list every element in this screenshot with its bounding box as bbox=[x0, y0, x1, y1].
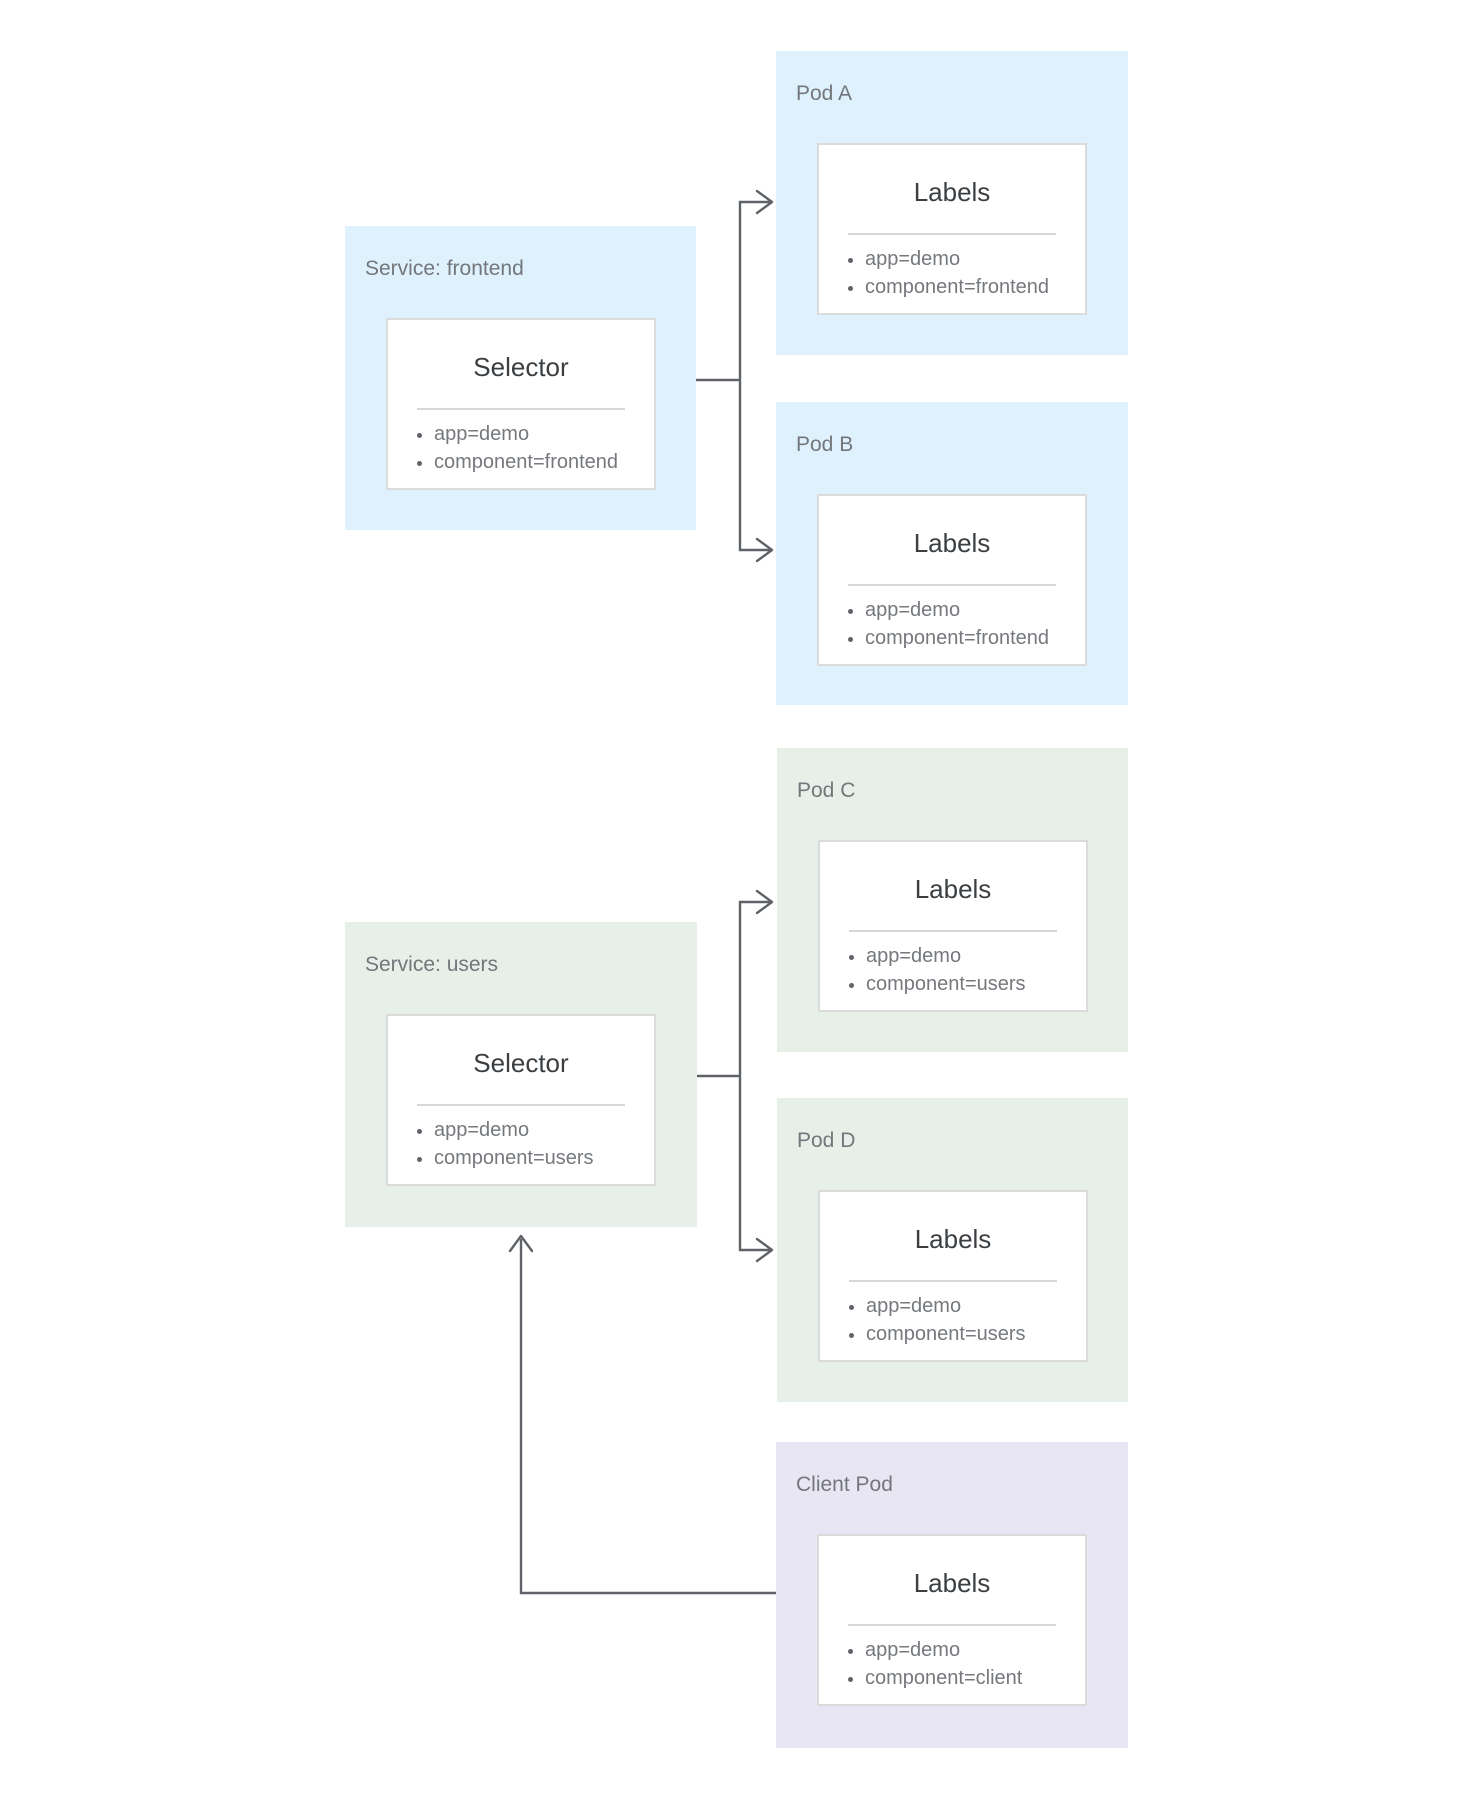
arrowhead-service-users bbox=[508, 1234, 534, 1253]
card-divider bbox=[848, 233, 1056, 235]
selector-card-title: Selector bbox=[473, 1048, 569, 1078]
arrowhead-pod-a bbox=[755, 189, 774, 215]
selector-item: app=demo bbox=[434, 420, 654, 448]
labels-card-title: Labels bbox=[913, 1568, 991, 1598]
connector-service-users-to-pods bbox=[738, 900, 770, 1252]
pod-a-label: Pod A bbox=[796, 82, 853, 105]
selector-list: app=demo component=users bbox=[388, 1116, 654, 1172]
service-frontend-label: Service: frontend bbox=[365, 257, 524, 280]
labels-card-title: Labels bbox=[913, 528, 991, 558]
card-divider bbox=[848, 1624, 1056, 1626]
label-item: component=client bbox=[865, 1664, 1085, 1692]
service-frontend-selector-card: Selector app=demo component=frontend bbox=[386, 318, 656, 490]
labels-card-title: Labels bbox=[913, 177, 991, 207]
client-pod-label: Client Pod bbox=[796, 1473, 893, 1496]
pod-d-labels-card: Labels app=demo component=users bbox=[818, 1190, 1088, 1362]
pod-b-labels-card: Labels app=demo component=frontend bbox=[817, 494, 1087, 666]
service-users-selector-card: Selector app=demo component=users bbox=[386, 1014, 656, 1186]
client-pod-labels-card: Labels app=demo component=client bbox=[817, 1534, 1087, 1706]
pod-c-label: Pod C bbox=[797, 779, 856, 802]
card-divider bbox=[417, 408, 625, 410]
labels-list: app=demo component=users bbox=[820, 942, 1086, 998]
pod-b-box: Pod B Labels app=demo component=frontend bbox=[776, 402, 1128, 705]
label-item: component=frontend bbox=[865, 273, 1085, 301]
card-divider bbox=[849, 1280, 1057, 1282]
labels-list: app=demo component=client bbox=[819, 1636, 1085, 1692]
label-item: app=demo bbox=[866, 1292, 1086, 1320]
service-users-label: Service: users bbox=[365, 953, 499, 976]
labels-list: app=demo component=users bbox=[820, 1292, 1086, 1348]
arrowhead-pod-b bbox=[755, 537, 774, 563]
pod-c-box: Pod C Labels app=demo component=users bbox=[777, 748, 1128, 1052]
label-item: app=demo bbox=[865, 596, 1085, 624]
pod-a-labels-card: Labels app=demo component=frontend bbox=[817, 143, 1087, 315]
label-item: component=frontend bbox=[865, 624, 1085, 652]
connector-service-frontend-to-pods bbox=[738, 200, 770, 552]
card-divider bbox=[848, 584, 1056, 586]
selector-card-title: Selector bbox=[473, 352, 569, 382]
label-item: component=users bbox=[866, 1320, 1086, 1348]
labels-card-title: Labels bbox=[914, 1224, 992, 1254]
label-item: component=users bbox=[866, 970, 1086, 998]
pod-d-label: Pod D bbox=[797, 1129, 856, 1152]
pod-c-labels-card: Labels app=demo component=users bbox=[818, 840, 1088, 1012]
selector-item: app=demo bbox=[434, 1116, 654, 1144]
connector-client-pod-to-service-users bbox=[519, 1239, 777, 1595]
arrowhead-pod-c bbox=[755, 889, 774, 915]
card-divider bbox=[417, 1104, 625, 1106]
card-divider bbox=[849, 930, 1057, 932]
label-item: app=demo bbox=[865, 245, 1085, 273]
pod-a-box: Pod A Labels app=demo component=frontend bbox=[776, 51, 1128, 355]
labels-list: app=demo component=frontend bbox=[819, 245, 1085, 301]
service-users-box: Service: users Selector app=demo compone… bbox=[345, 922, 697, 1227]
selector-item: component=users bbox=[434, 1144, 654, 1172]
pod-d-box: Pod D Labels app=demo component=users bbox=[777, 1098, 1128, 1402]
labels-card-title: Labels bbox=[914, 874, 992, 904]
label-item: app=demo bbox=[865, 1636, 1085, 1664]
arrowhead-pod-d bbox=[755, 1237, 774, 1263]
pod-b-label: Pod B bbox=[796, 433, 854, 456]
selector-list: app=demo component=frontend bbox=[388, 420, 654, 476]
client-pod-box: Client Pod Labels app=demo component=cli… bbox=[776, 1442, 1128, 1748]
label-item: app=demo bbox=[866, 942, 1086, 970]
selector-item: component=frontend bbox=[434, 448, 654, 476]
labels-list: app=demo component=frontend bbox=[819, 596, 1085, 652]
service-frontend-box: Service: frontend Selector app=demo comp… bbox=[345, 226, 696, 530]
